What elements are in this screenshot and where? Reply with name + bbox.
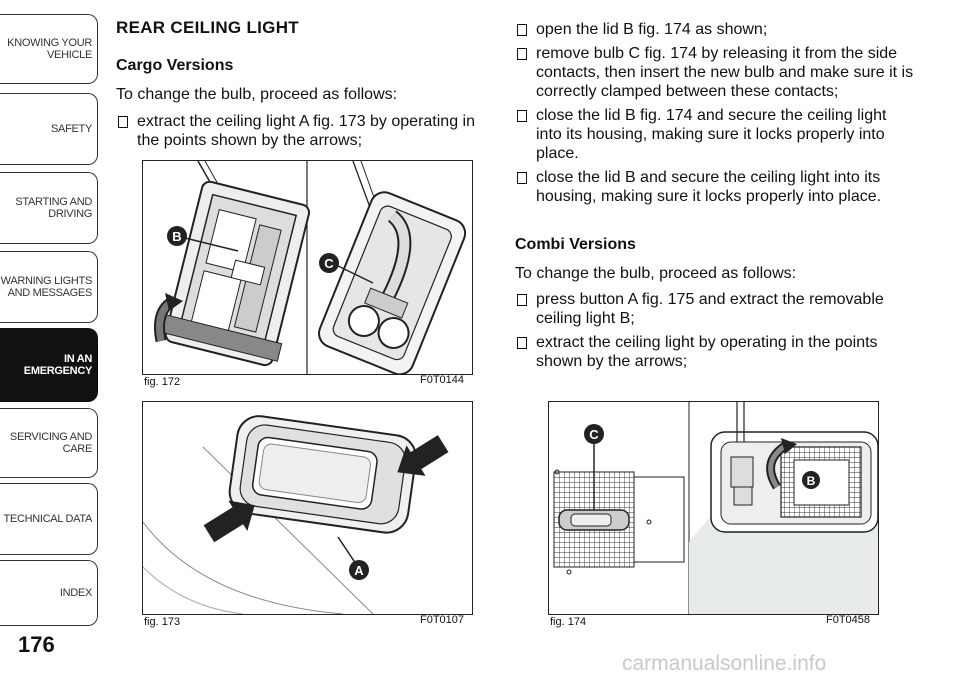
bullet-list-cargo: extract the ceiling light A fig. 173 by … <box>116 112 496 155</box>
list-item: extract the ceiling light A fig. 173 by … <box>116 112 496 150</box>
fig173-code: F0T0107 <box>420 614 465 626</box>
tab-technical-data[interactable]: TECHNICAL DATA <box>0 483 98 555</box>
fig172-code: F0T0144 <box>420 374 465 386</box>
tab-starting-and-driving[interactable]: STARTING AND DRIVING <box>0 172 98 244</box>
fig174-illustration: C B <box>549 402 878 614</box>
bullet-list-cargo-steps: open the lid B fig. 174 as shown; remove… <box>515 20 915 211</box>
fig173-illustration: A <box>143 415 449 614</box>
watermark-text: carmanualsonline.info <box>622 652 827 675</box>
fig173-label-a: A <box>354 563 364 578</box>
fig172-label-c: C <box>324 256 334 271</box>
list-item: close the lid B fig. 174 and secure the … <box>515 106 915 163</box>
checkbox-bullet-icon <box>517 294 527 306</box>
checkbox-bullet-icon <box>517 110 527 122</box>
list-item: open the lid B fig. 174 as shown; <box>515 20 915 39</box>
figure-174: C B <box>548 401 879 615</box>
subheading-combi: Combi Versions <box>515 236 636 253</box>
page-number: 176 <box>18 632 55 657</box>
list-item: press button A fig. 175 and extract the … <box>515 290 915 328</box>
checkbox-bullet-icon <box>517 172 527 184</box>
tab-servicing-and-care[interactable]: SERVICING AND CARE <box>0 408 98 478</box>
tab-safety[interactable]: SAFETY <box>0 93 98 165</box>
subheading-cargo: Cargo Versions <box>116 57 234 74</box>
fig172-label-b: B <box>172 229 181 244</box>
figure-173: A <box>142 401 473 615</box>
list-item: extract the ceiling light by operating i… <box>515 333 915 371</box>
section-heading: REAR CEILING LIGHT <box>116 18 299 37</box>
fig174-code: F0T0458 <box>826 614 871 626</box>
figure-172: B C <box>142 160 473 375</box>
fig172-caption: fig. 172 <box>144 376 181 388</box>
fig174-caption: fig. 174 <box>550 616 587 628</box>
checkbox-bullet-icon <box>517 337 527 349</box>
fig174-label-c: C <box>589 427 599 442</box>
tab-knowing-your-vehicle[interactable]: KNOWING YOUR VEHICLE <box>0 14 98 84</box>
checkbox-bullet-icon <box>517 48 527 60</box>
checkbox-bullet-icon <box>517 24 527 36</box>
tab-index[interactable]: INDEX <box>0 560 98 626</box>
intro-cargo: To change the bulb, proceed as follows: <box>116 86 398 103</box>
fig173-caption: fig. 173 <box>144 616 181 628</box>
tab-in-an-emergency[interactable]: IN AN EMERGENCY <box>0 328 98 402</box>
bullet-list-combi: press button A fig. 175 and extract the … <box>515 290 915 376</box>
checkbox-bullet-icon <box>118 116 128 128</box>
fig172-illustration: B C <box>154 161 467 374</box>
fig174-label-b: B <box>807 474 816 488</box>
list-item: remove bulb C fig. 174 by releasing it f… <box>515 44 915 101</box>
tab-warning-lights[interactable]: WARNING LIGHTS AND MESSAGES <box>0 251 98 323</box>
list-item: close the lid B and secure the ceiling l… <box>515 168 915 206</box>
chapter-sidebar: KNOWING YOUR VEHICLE SAFETY STARTING AND… <box>0 0 100 678</box>
intro-combi: To change the bulb, proceed as follows: <box>515 265 797 282</box>
